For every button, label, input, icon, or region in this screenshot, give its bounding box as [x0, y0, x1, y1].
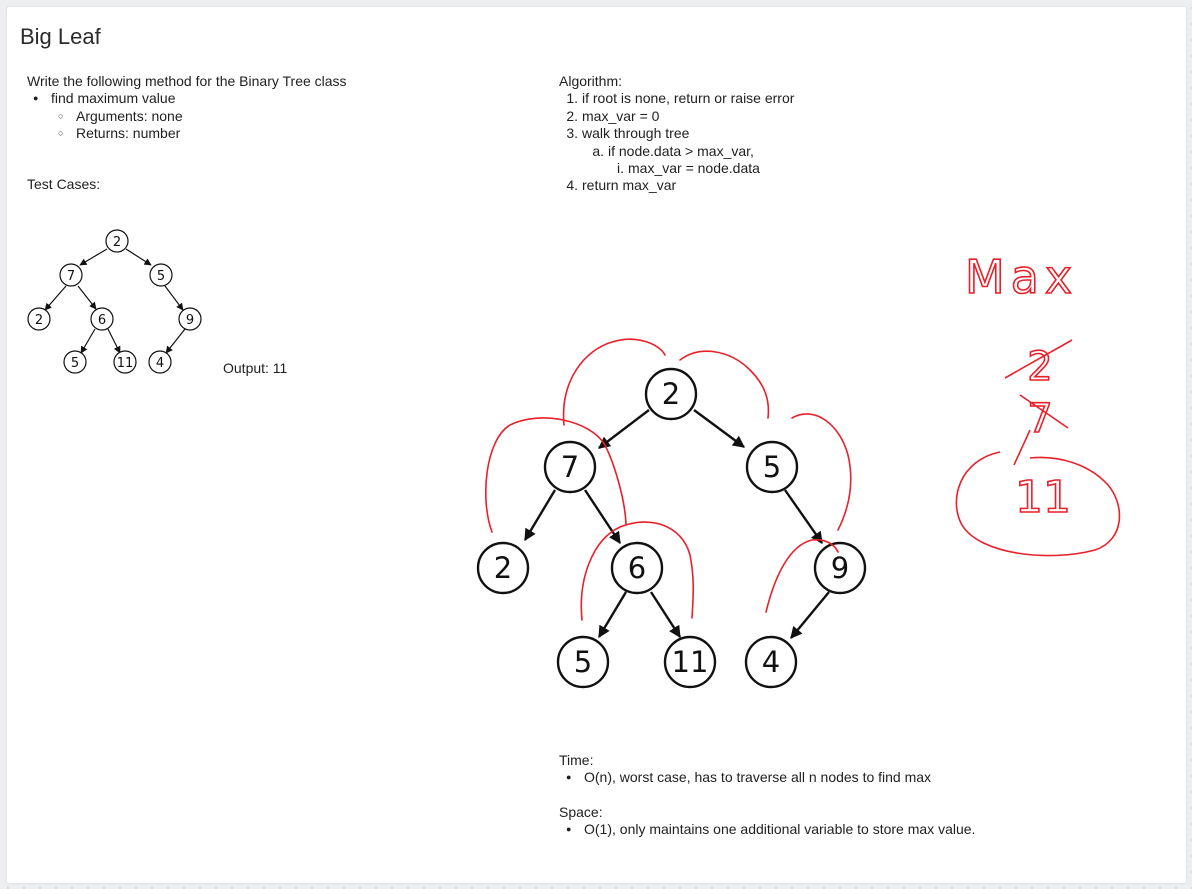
- large-node: [556, 635, 610, 689]
- algorithm-substep: a.if node.data > max_var,: [592, 142, 754, 159]
- small-node-label: 7: [67, 269, 75, 284]
- small-node-label: 9: [186, 313, 194, 328]
- circle-highlight: [955, 451, 1121, 557]
- algorithm-section: Algorithm: 1.if root is none, return or …: [559, 73, 794, 195]
- arguments-item: Arguments: none: [58, 107, 347, 126]
- large-node-label: 5: [763, 450, 781, 484]
- handwritten-max: Max: [965, 250, 1078, 304]
- space-heading: Space:: [559, 804, 603, 820]
- method-name: find maximum value: [51, 90, 176, 107]
- returns-text: Returns: number: [76, 125, 181, 142]
- time-item: O(n), worst case, has to traverse all n …: [566, 769, 932, 787]
- small-node: [148, 350, 172, 374]
- small-node-label: 11: [117, 356, 134, 371]
- space-text: O(1), only maintains one additional vari…: [584, 821, 976, 838]
- large-node-label: 2: [662, 377, 680, 411]
- small-node-label: 6: [98, 313, 106, 328]
- large-node-label: 6: [628, 551, 646, 585]
- small-node: [59, 263, 83, 287]
- large-node: [543, 440, 597, 494]
- small-tree: 2 7 5 2 6 9 5 11 4: [27, 229, 202, 374]
- test-cases-label: Test Cases:: [27, 176, 101, 192]
- task-description: Write the following method for the Binar…: [27, 73, 347, 143]
- small-node-label: 2: [113, 235, 121, 250]
- large-node-label: 4: [762, 645, 780, 679]
- algorithm-step: 1.if root is none, return or raise error: [566, 90, 795, 107]
- output-label: Output: 11: [223, 360, 288, 376]
- large-tree: 2 7 5 2 6 9 5 11 4: [476, 367, 867, 689]
- small-node-label: 5: [71, 356, 79, 371]
- large-node-label: 11: [672, 645, 709, 679]
- time-text: O(n), worst case, has to traverse all n …: [584, 769, 932, 786]
- arguments-text: Arguments: none: [76, 107, 183, 124]
- large-node-label: 2: [494, 551, 512, 585]
- large-node: [644, 367, 698, 421]
- small-node: [63, 350, 87, 374]
- annotation-stroke: [580, 521, 695, 621]
- small-node-label: 4: [156, 356, 164, 371]
- space-section: Space: O(1), only maintains one addition…: [559, 804, 975, 839]
- large-node: [610, 541, 664, 595]
- returns-item: Returns: number: [58, 125, 347, 143]
- task-intro: Write the following method for the Binar…: [27, 73, 347, 89]
- time-section: Time: O(n), worst case, has to traverse …: [559, 752, 931, 787]
- large-node: [476, 541, 530, 595]
- time-heading: Time:: [559, 752, 594, 768]
- strike-line: [1019, 394, 1069, 429]
- annotation-stroke: [484, 417, 627, 533]
- small-node-label: 2: [35, 313, 43, 328]
- small-node: [113, 350, 137, 374]
- small-node: [27, 307, 51, 331]
- small-node: [90, 307, 114, 331]
- strike-line: [1004, 339, 1073, 379]
- handwritten-value: 11: [1015, 472, 1071, 523]
- annotation-stroke: [765, 538, 839, 613]
- large-node-label: 9: [831, 551, 849, 585]
- strike-line: [1013, 429, 1031, 466]
- handwritten-notes: Max 2 7 11: [955, 249, 1121, 557]
- whiteboard-canvas[interactable]: [7, 7, 1186, 883]
- space-item: O(1), only maintains one additional vari…: [566, 821, 976, 839]
- small-node: [149, 263, 173, 287]
- large-node-label: 5: [574, 645, 592, 679]
- algorithm-step: 3.walk through tree: [566, 125, 690, 142]
- large-node: [744, 635, 798, 689]
- algorithm-steps: 1.if root is none, return or raise error…: [566, 90, 795, 194]
- page-title: Big Leaf: [20, 24, 101, 49]
- annotation-stroke: [562, 338, 666, 426]
- handwritten-value: 2: [1027, 344, 1052, 390]
- algorithm-step: 4.return max_var: [566, 177, 677, 194]
- large-node: [745, 440, 799, 494]
- algorithm-step: 2.max_var = 0: [566, 107, 660, 124]
- large-node-label: 7: [561, 450, 579, 484]
- large-node: [813, 541, 867, 595]
- large-node: [663, 635, 717, 689]
- algorithm-subsubstep: i.max_var = node.data: [617, 160, 760, 177]
- annotation-stroke: [791, 413, 852, 531]
- algorithm-heading: Algorithm:: [559, 73, 623, 89]
- small-node-label: 5: [157, 269, 165, 284]
- traversal-annotations: [484, 338, 852, 621]
- small-node: [178, 307, 202, 331]
- method-item: find maximum value: [33, 90, 347, 108]
- small-node: [105, 229, 129, 253]
- annotation-stroke: [679, 350, 770, 419]
